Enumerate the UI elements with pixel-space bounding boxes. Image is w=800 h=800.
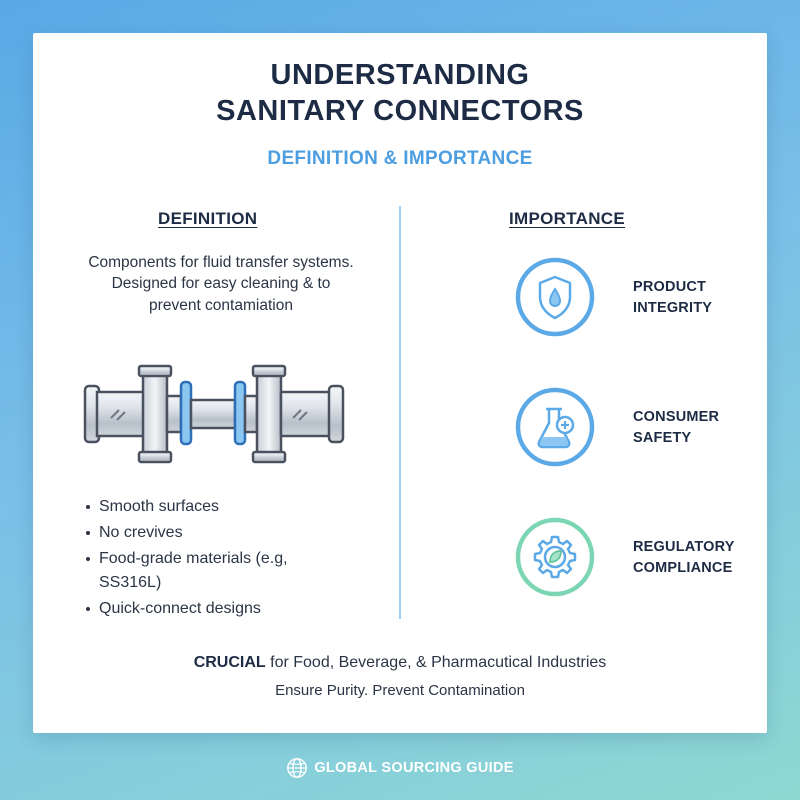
importance-label-line: SAFETY bbox=[633, 430, 692, 447]
page-title-line2: SANITARY CONNECTORS bbox=[216, 95, 584, 127]
list-item: No crevives bbox=[83, 521, 288, 545]
list-item: Food-grade materials (e.g, bbox=[83, 547, 288, 571]
list-item-continuation: SS316L) bbox=[99, 574, 162, 591]
importance-item-regulatory-compliance: REGULATORY COMPLIANCE bbox=[515, 517, 775, 597]
definition-text: Components for fluid transfer systems. D… bbox=[53, 252, 389, 316]
list-item: Smooth surfaces bbox=[83, 495, 288, 519]
flask-plus-icon bbox=[515, 387, 595, 467]
industry-statement-rest: for Food, Beverage, & Pharmacutical Indu… bbox=[265, 654, 607, 671]
importance-item-consumer-safety: CONSUMER SAFETY bbox=[515, 387, 775, 467]
importance-label: PRODUCT INTEGRITY bbox=[633, 277, 712, 319]
brand-footer: GLOBAL SOURCING GUIDE bbox=[0, 757, 800, 779]
info-card: UNDERSTANDING SANITARY CONNECTORS DEFINI… bbox=[33, 33, 767, 733]
shield-drop-icon bbox=[515, 257, 595, 337]
gear-leaf-icon bbox=[515, 517, 595, 597]
crucial-emphasis: CRUCIAL bbox=[193, 654, 266, 671]
page-title-line1: UNDERSTANDING bbox=[270, 59, 530, 91]
column-divider bbox=[399, 206, 401, 619]
feature-list: Smooth surfaces No crevives Food-grade m… bbox=[83, 495, 288, 623]
importance-label-line: REGULATORY bbox=[633, 539, 735, 555]
importance-label-line: COMPLIANCE bbox=[633, 560, 733, 577]
importance-label: REGULATORY COMPLIANCE bbox=[633, 537, 735, 579]
importance-label-line: PRODUCT bbox=[633, 279, 707, 295]
importance-label: CONSUMER SAFETY bbox=[633, 407, 719, 449]
sanitary-connector-illustration bbox=[83, 364, 345, 464]
page-subtitle: DEFINITION & IMPORTANCE bbox=[267, 148, 533, 169]
importance-heading: IMPORTANCE bbox=[509, 209, 626, 228]
tagline: Ensure Purity. Prevent Contamination bbox=[275, 682, 525, 699]
globe-icon bbox=[287, 758, 308, 778]
definition-text-line: Components for fluid transfer systems. bbox=[88, 254, 354, 271]
definition-text-line: prevent contamiation bbox=[149, 296, 293, 314]
importance-item-product-integrity: PRODUCT INTEGRITY bbox=[515, 257, 775, 337]
importance-label-line: INTEGRITY bbox=[633, 300, 713, 317]
definition-heading: DEFINITION bbox=[158, 209, 258, 228]
industry-statement: CRUCIAL for Food, Beverage, & Pharmacuti… bbox=[33, 654, 767, 672]
brand-name: GLOBAL SOURCING GUIDE bbox=[314, 760, 514, 776]
definition-text-line: Designed for easy cleaning & to bbox=[111, 275, 331, 293]
importance-label-line: CONSUMER bbox=[633, 409, 720, 425]
list-item: Quick-connect designs bbox=[83, 597, 288, 621]
